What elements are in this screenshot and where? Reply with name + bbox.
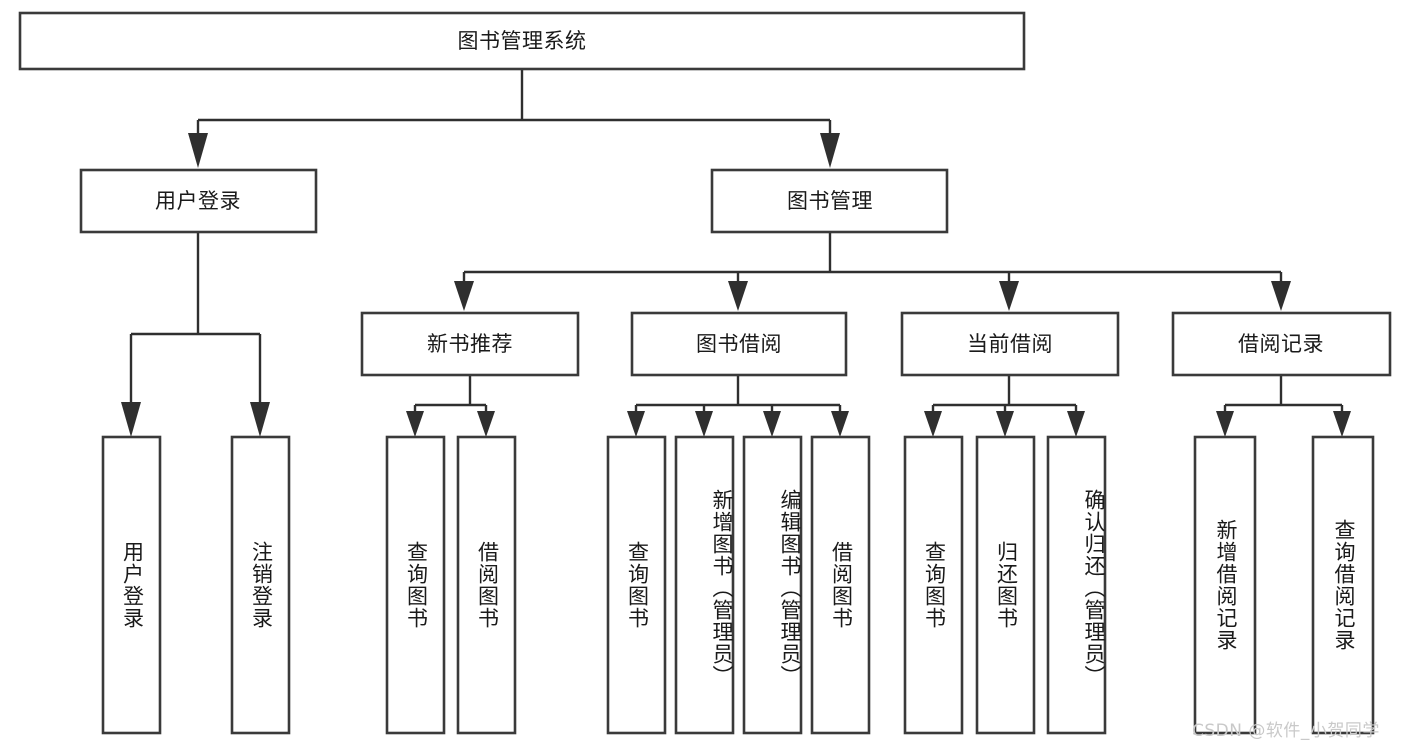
leaf-box-layer [101,435,1375,735]
arrow-to-new-book-recommend [454,281,474,311]
leaf-query-book-1-box[interactable] [385,435,446,735]
arrow-leaf-return-book [996,411,1014,437]
node-borrow-record-label: 借阅记录 [1238,332,1324,356]
node-root[interactable]: 图书管理系统 [18,11,1026,71]
node-current-borrow[interactable]: 当前借阅 [900,311,1120,377]
leaf-confirm-return-box[interactable] [1046,435,1107,735]
arrow-leaf-add-book [695,411,713,437]
leaf-return-book-box[interactable] [975,435,1036,735]
arrow-leaf-add-record [1216,411,1234,437]
arrow-leaf-borrow-book-2 [831,411,849,437]
node-book-manage-label: 图书管理 [787,189,873,213]
arrow-leaf-logout [250,402,270,437]
arrow-leaf-user-login [121,402,141,437]
arrow-leaf-borrow-book-1 [477,411,495,437]
connector-layer [121,69,1351,437]
node-current-borrow-box[interactable] [900,311,1120,377]
arrow-leaf-query-book-3 [924,411,942,437]
leaf-query-book-3-box[interactable] [903,435,964,735]
node-borrow-record[interactable]: 借阅记录 [1171,311,1392,377]
arrow-to-book-manage [820,133,840,168]
leaf-logout-box[interactable] [230,435,291,735]
node-new-book-recommend[interactable]: 新书推荐 [360,311,580,377]
leaf-query-book-2-box[interactable] [606,435,667,735]
node-user-login[interactable]: 用户登录 [79,168,318,234]
arrow-leaf-query-book-2 [627,411,645,437]
node-current-borrow-label: 当前借阅 [967,332,1053,356]
arrow-leaf-confirm-return [1067,411,1085,437]
node-user-login-label: 用户登录 [155,189,241,213]
node-book-manage[interactable]: 图书管理 [710,168,949,234]
leaf-query-record-box[interactable] [1311,435,1375,735]
node-book-borrow[interactable]: 图书借阅 [630,311,848,377]
leaf-edit-book-box[interactable] [742,435,803,735]
leaf-borrow-book-2-box[interactable] [810,435,871,735]
arrow-to-book-borrow [728,281,748,311]
node-user-login-box[interactable] [79,168,318,234]
arrow-to-user-login [188,133,208,168]
node-borrow-record-box[interactable] [1171,311,1392,377]
node-book-borrow-box[interactable] [630,311,848,377]
leaf-borrow-book-1-box[interactable] [456,435,517,735]
leaf-add-book-box[interactable] [674,435,735,735]
arrow-leaf-query-record [1333,411,1351,437]
node-root-label: 图书管理系统 [458,29,587,53]
node-root-box[interactable] [18,11,1026,71]
arrow-to-current-borrow [999,281,1019,311]
arrow-leaf-query-book-1 [406,411,424,437]
csdn-watermark: CSDN @软件_小贺同学 [1192,721,1380,741]
node-book-manage-box[interactable] [710,168,949,234]
arrow-to-borrow-record [1271,281,1291,311]
node-new-book-recommend-label: 新书推荐 [427,332,513,356]
arrow-leaf-edit-book [763,411,781,437]
node-book-borrow-label: 图书借阅 [696,332,782,356]
node-new-book-recommend-box[interactable] [360,311,580,377]
leaf-add-record-box[interactable] [1193,435,1257,735]
leaf-user-login-box[interactable] [101,435,162,735]
